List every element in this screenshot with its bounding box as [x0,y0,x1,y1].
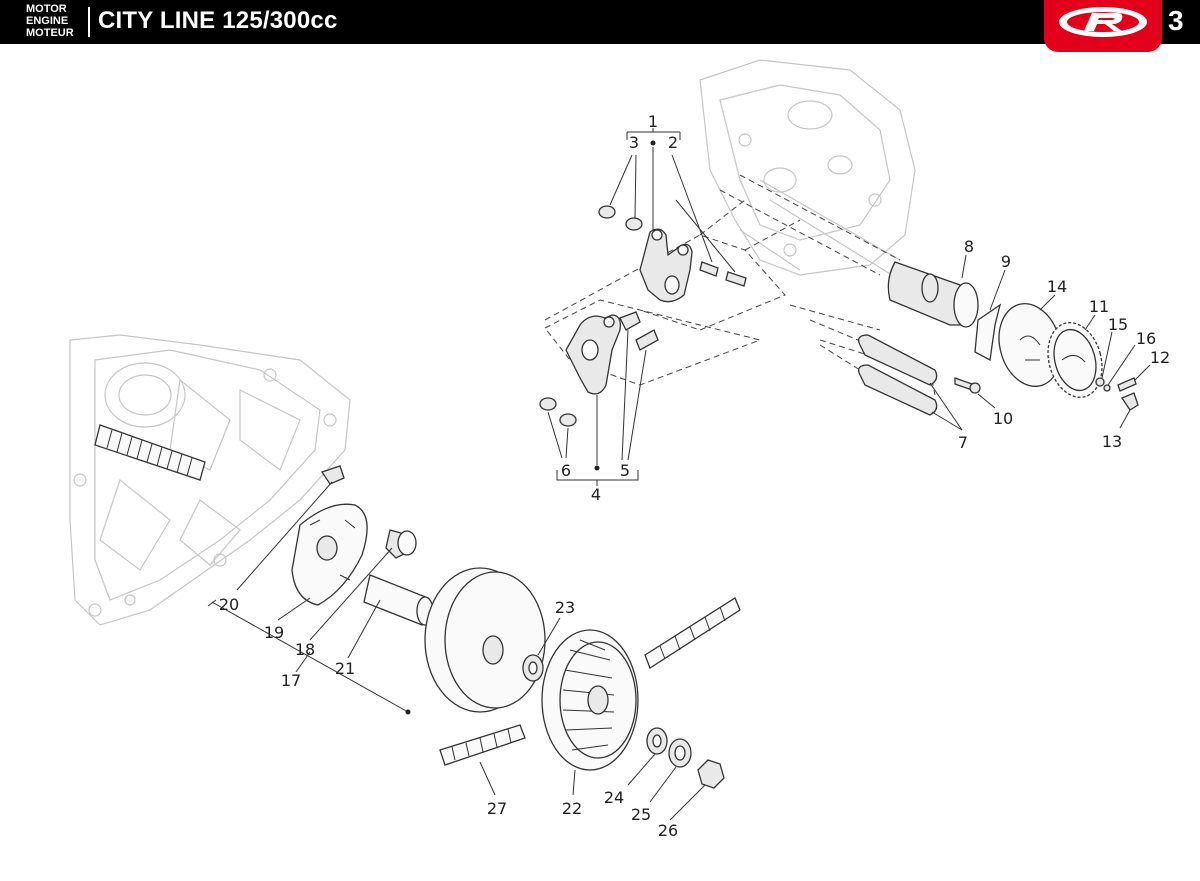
crankshaft-splined-shaft [94,424,206,481]
part-10-bolt [954,377,996,409]
part-21-sleeve [347,574,434,659]
category-line-motor: MOTOR [26,3,67,15]
callout-27: 27 [487,799,507,818]
part-2-adjusting-screws [671,154,747,287]
engine-block-ghost [699,59,916,281]
callout-4: 4 [591,485,601,504]
part-5-pins [619,311,659,461]
callout-21: 21 [335,659,355,678]
callout-12: 12 [1150,348,1170,367]
category-label: MOTOR ENGINE MOTEUR [26,3,74,39]
part-8-camshaft [887,254,979,328]
page-title: CITY LINE 125/300cc [98,7,338,34]
parts-12-16-hardware [1095,331,1151,429]
callout-10: 10 [993,409,1013,428]
callout-17: 17 [281,671,301,690]
callout-18: 18 [295,640,315,659]
callout-8: 8 [964,237,974,256]
part-19-ramp-plate [277,503,368,621]
callout-2: 2 [668,133,678,152]
part-9-plate [974,269,1006,362]
part-20-clip [236,465,345,591]
callout-16: 16 [1136,329,1156,348]
pulley-half [424,567,546,713]
callout-13: 13 [1102,432,1122,451]
callout-7: 7 [958,433,968,452]
bracket-17 [207,599,411,715]
callout-24: 24 [604,788,624,807]
callout-25: 25 [631,805,651,824]
callout-1: 1 [648,112,658,131]
callout-11: 11 [1089,297,1109,316]
rieju-r-logo-icon [1044,0,1162,52]
category-line-moteur: MOTEUR [26,27,74,39]
part-18-bushing [309,529,417,641]
callout-6: 6 [561,461,571,480]
crankcase-ghost [69,334,351,626]
callout-labels: 1 2 3 4 5 6 7 8 9 10 11 12 13 14 15 16 1… [219,112,1170,840]
part-14-disc [998,294,1062,387]
callout-5: 5 [620,461,630,480]
callout-22: 22 [562,799,582,818]
part-6-bushings [539,397,577,459]
part-3-nuts [598,154,643,231]
bracket-4 [544,299,762,486]
bracket-1 [544,128,801,331]
page-number: 3 [1168,5,1184,36]
parts-24-26-washers-nut [627,727,725,821]
part-1-rocker-arm-upper [639,147,693,303]
header-bar: MOTOR ENGINE MOTEUR CITY LINE 125/300cc … [0,0,1200,52]
part-22-fan-pulley [541,629,639,796]
header-separator [88,7,90,37]
part-27-drive-belt [439,597,741,796]
callout-15: 15 [1108,315,1128,334]
part-23-washer [522,617,561,682]
callout-20: 20 [219,595,239,614]
callout-19: 19 [264,623,284,642]
callout-14: 14 [1047,277,1067,296]
callout-3: 3 [629,133,639,152]
callout-9: 9 [1001,252,1011,271]
category-line-engine: ENGINE [26,15,69,27]
part-7-rocker-shafts [857,334,963,431]
part-11-cam-sprocket [1047,314,1103,398]
callout-26: 26 [658,821,678,840]
callout-23: 23 [555,598,575,617]
part-4-rocker-arm-lower [565,314,621,465]
